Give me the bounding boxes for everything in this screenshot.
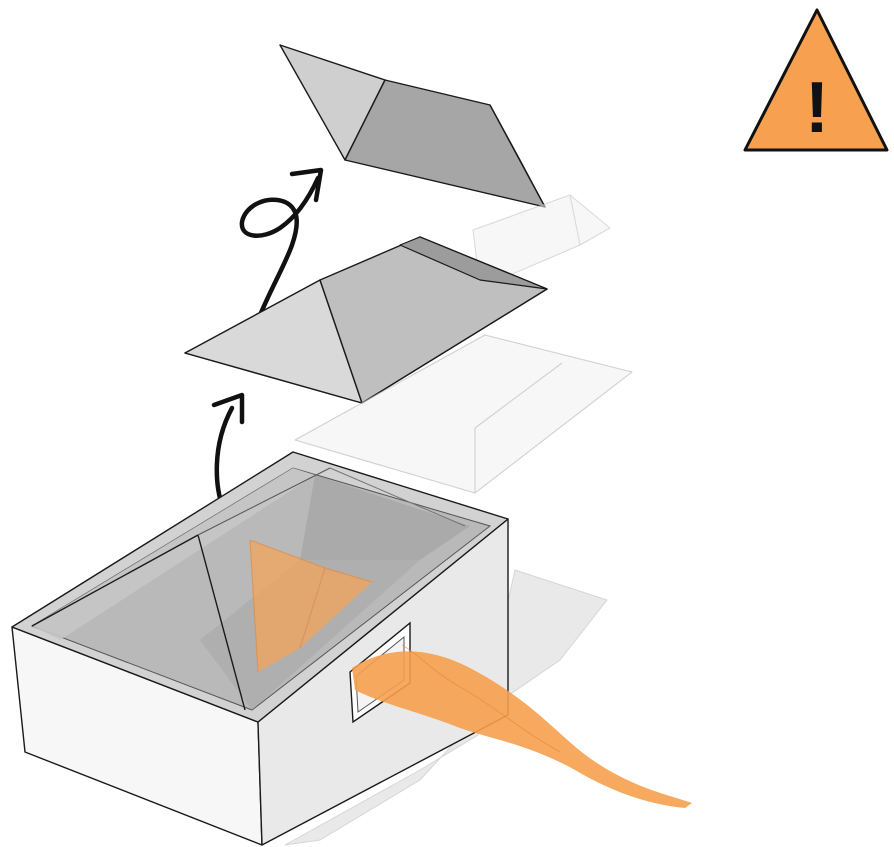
warning-triangle-icon: ! xyxy=(745,10,887,150)
warning-symbol: ! xyxy=(805,68,829,148)
